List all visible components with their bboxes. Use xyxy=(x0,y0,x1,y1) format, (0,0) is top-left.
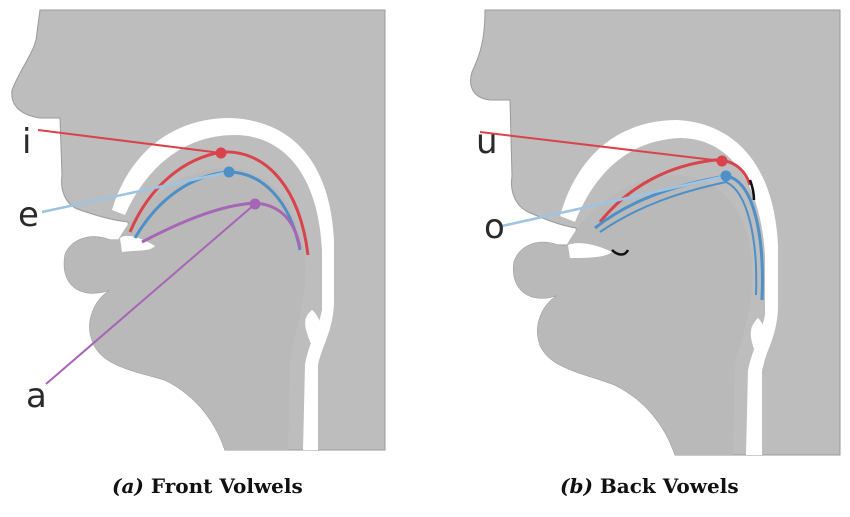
vowel-u-label: u xyxy=(476,122,498,162)
vowel-o-dot xyxy=(720,170,732,182)
vowel-o-pointer xyxy=(501,174,727,228)
vowel-e-label: e xyxy=(18,195,39,235)
caption-front: (a) Front Volwels xyxy=(112,474,303,498)
caption-back: (b) Back Vowels xyxy=(560,474,739,498)
back-vowels-diagram: u o xyxy=(470,9,841,456)
caption-back-tag: (b) xyxy=(560,474,593,498)
back-outline-dark xyxy=(748,179,756,201)
vowel-a-dot xyxy=(249,198,261,210)
vowel-e-pointer xyxy=(41,170,230,214)
vowel-e-dot xyxy=(223,166,235,178)
teeth-gap xyxy=(568,243,612,258)
panel-back-vowels: u o (b) Back Vowels xyxy=(430,0,850,517)
palate-cavity xyxy=(560,120,778,455)
tongue-outline-dark xyxy=(611,249,630,256)
vowel-u-curve xyxy=(598,158,752,223)
vowel-a-pointer xyxy=(45,203,256,385)
vowel-i-label: i xyxy=(22,122,31,162)
vowel-a-label: a xyxy=(26,376,47,416)
teeth-gap xyxy=(120,235,155,252)
caption-front-tag: (a) xyxy=(112,474,144,498)
throat-opening xyxy=(750,318,767,370)
palate-cavity xyxy=(112,118,334,450)
panel-front-vowels: i e a (a) Front Volwels xyxy=(0,0,420,517)
vowel-u-pointer xyxy=(479,131,723,162)
caption-back-text: Back Vowels xyxy=(599,474,739,498)
vowel-o-label: o xyxy=(484,207,505,247)
front-vowels-diagram: i e a xyxy=(11,9,386,451)
caption-front-text: Front Volwels xyxy=(150,474,303,498)
vowel-i-pointer xyxy=(37,129,222,154)
vowel-i-dot xyxy=(215,147,227,159)
vowel-o-curve-inner xyxy=(599,180,758,296)
throat-opening xyxy=(305,310,322,360)
vowel-u-dot xyxy=(716,155,728,167)
